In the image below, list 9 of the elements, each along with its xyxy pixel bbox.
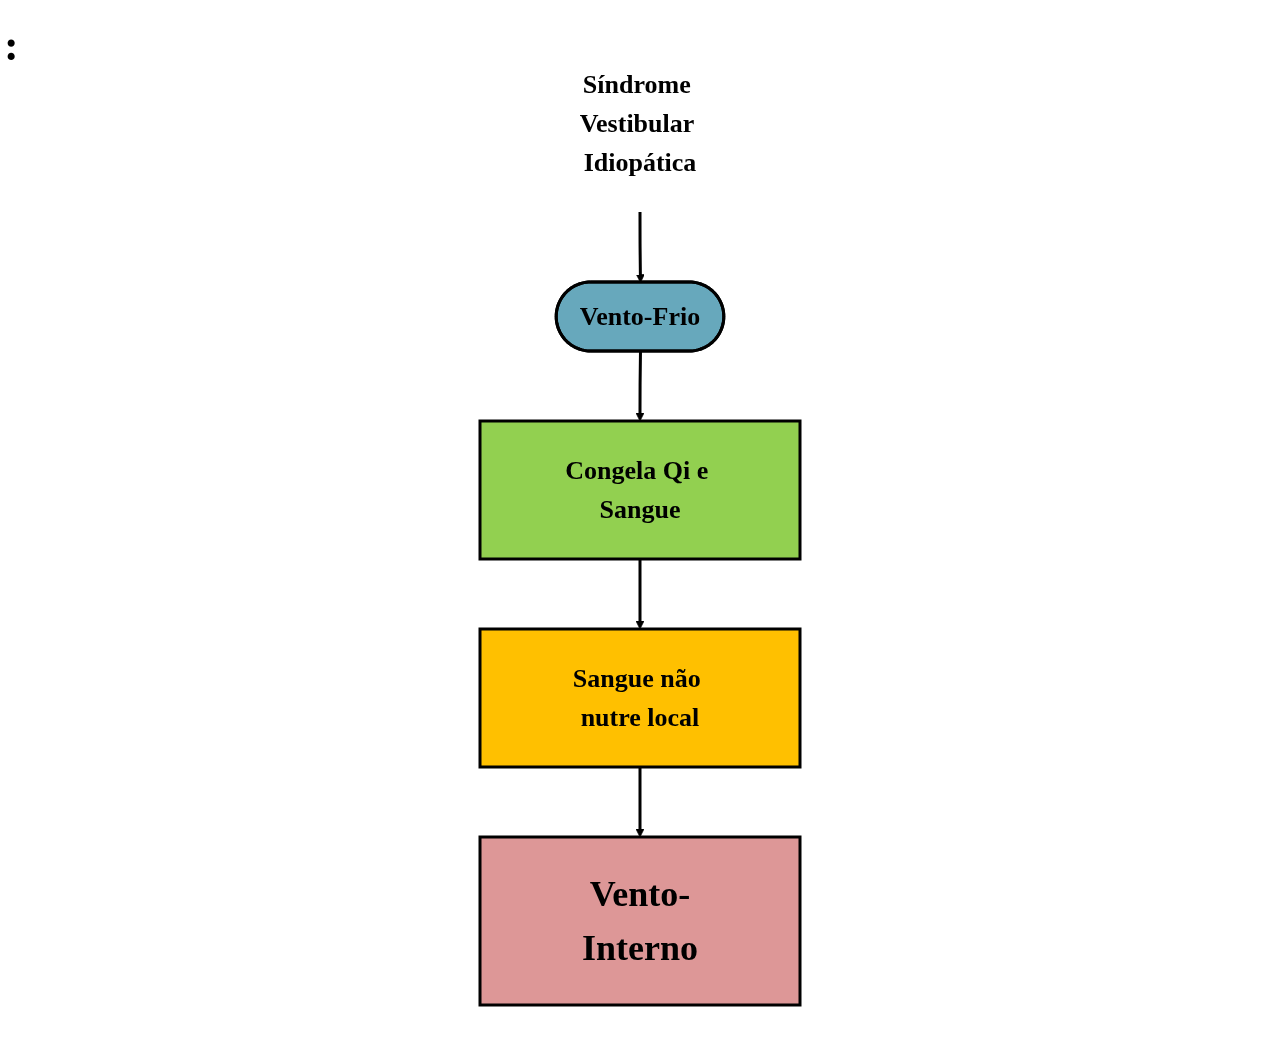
node-text: Síndrome Vestibular Idiopática (579, 70, 697, 177)
arrow (635, 351, 645, 422)
note-text: : (4, 21, 19, 70)
arrow (636, 212, 645, 283)
node-box: Congela Qi e Sangue (478, 419, 802, 561)
arrow (635, 559, 645, 630)
node-box: Vento-Interno (478, 835, 802, 1007)
node-box: Sangue não nutre local (478, 627, 802, 769)
arrow (635, 767, 645, 838)
